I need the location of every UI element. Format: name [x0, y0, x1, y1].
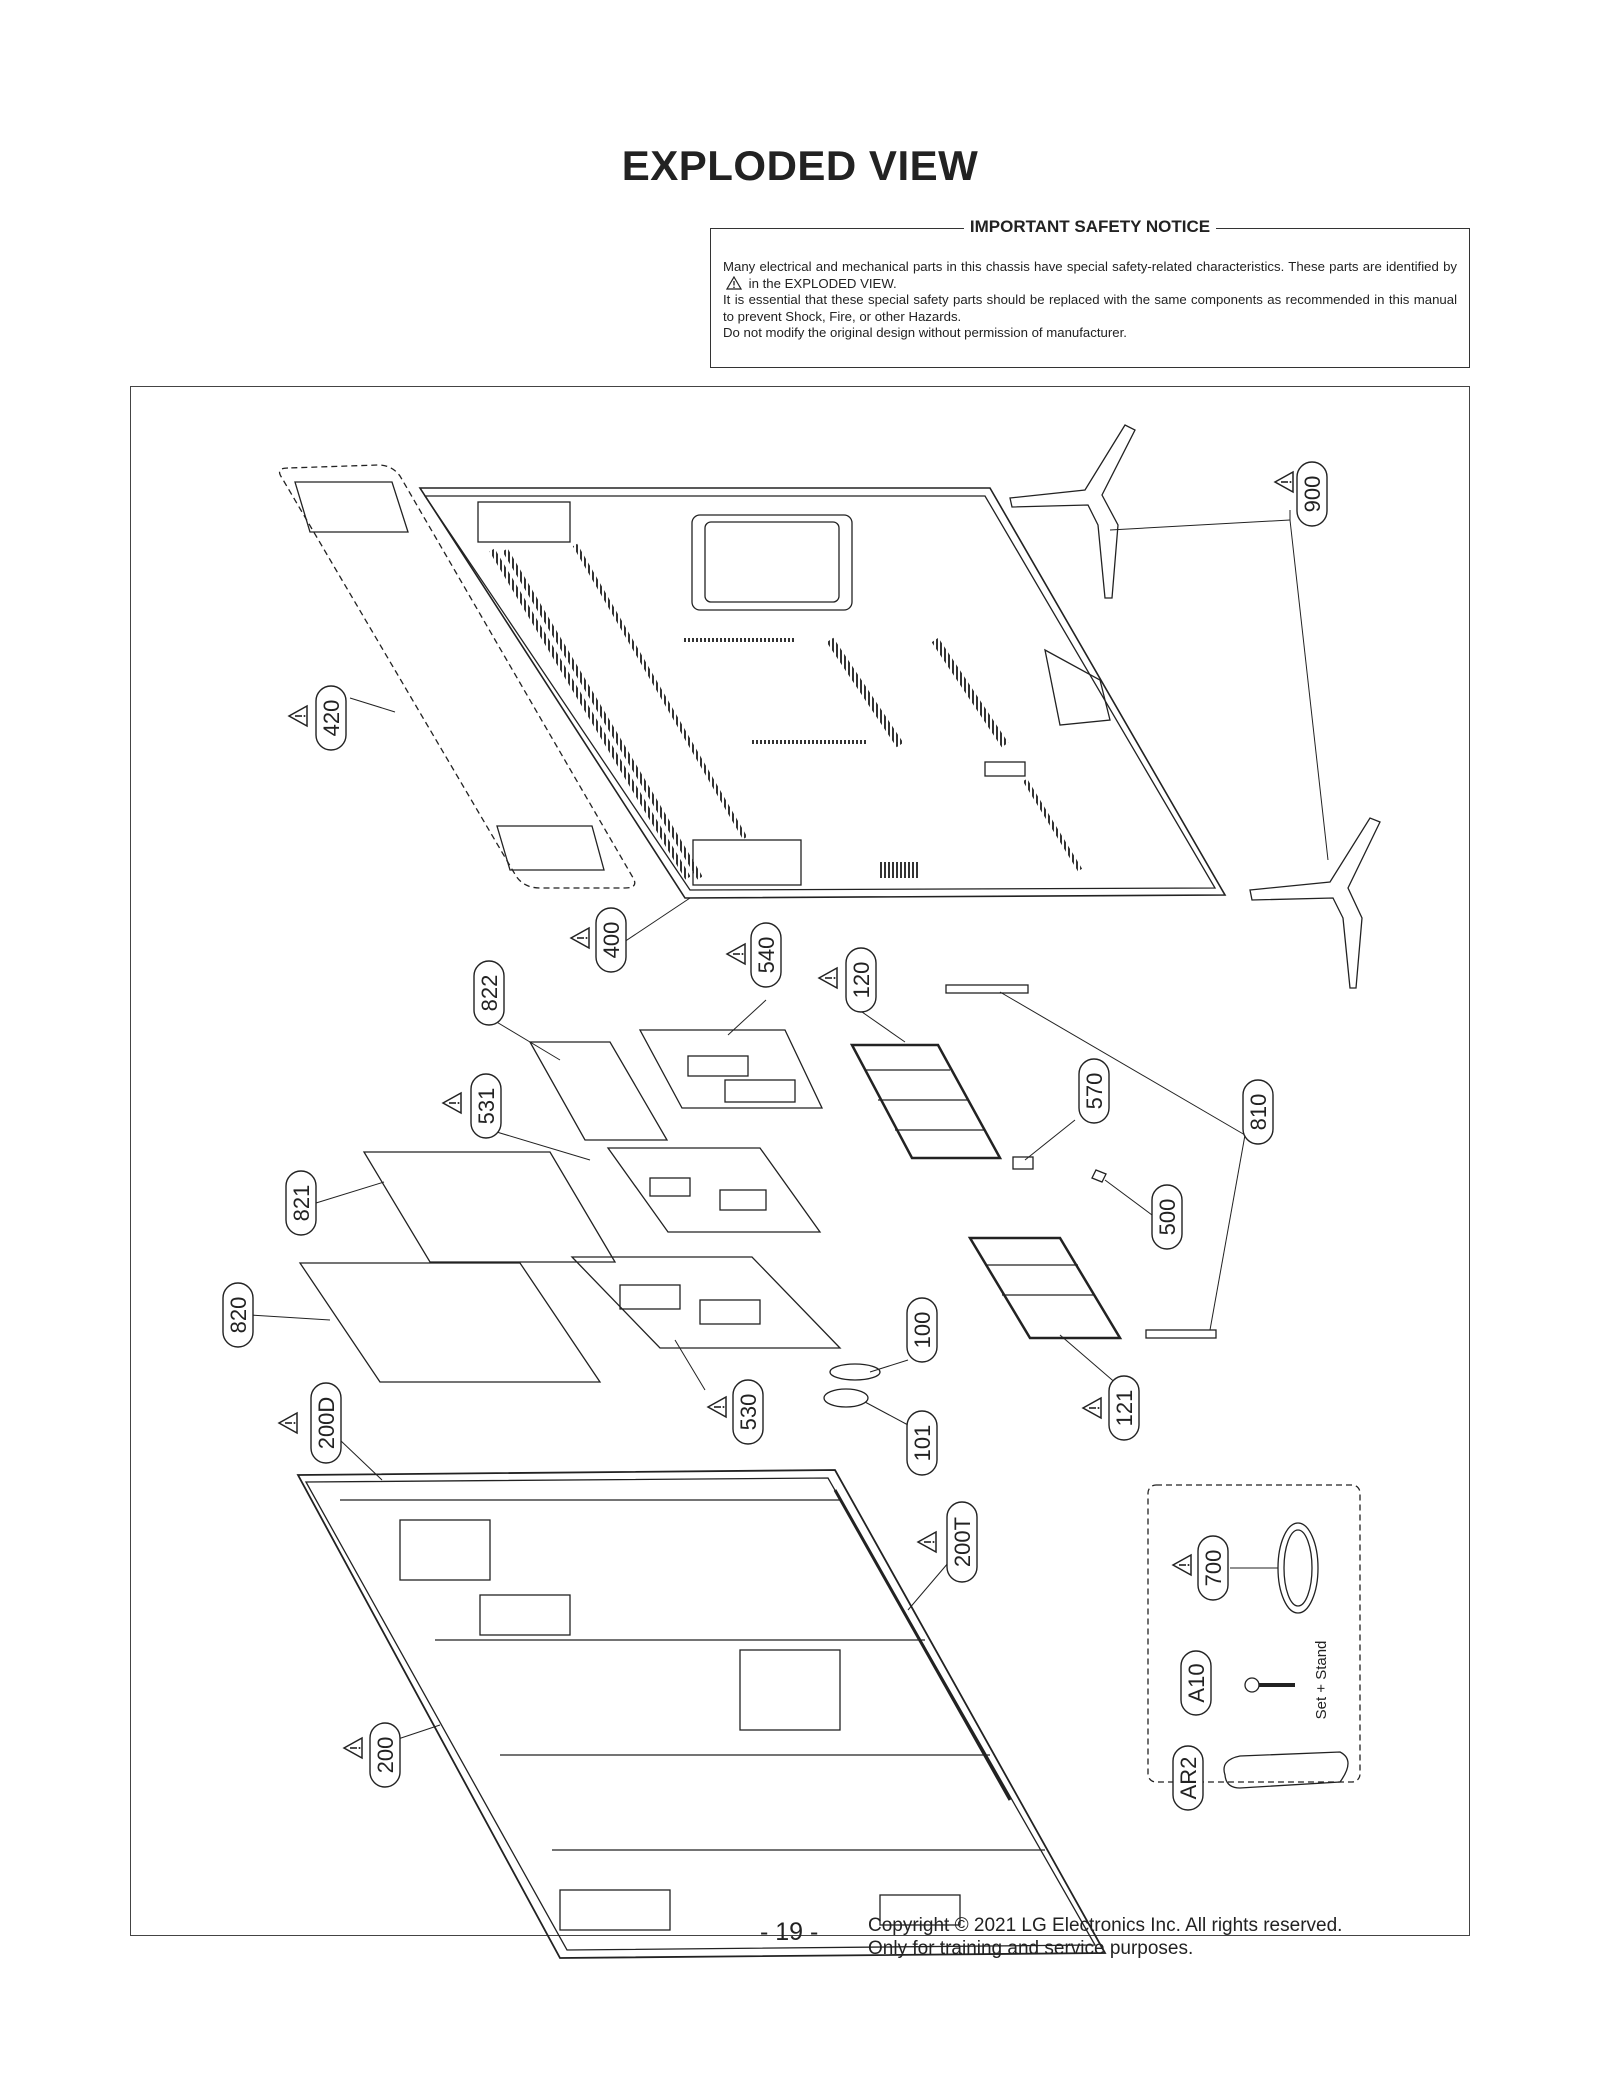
part-200-frame [296, 1469, 1107, 1959]
callout-AR2: AR2 [1172, 1745, 1204, 1811]
svg-text:200D: 200D [314, 1397, 339, 1450]
svg-text:810: 810 [1246, 1094, 1271, 1131]
svg-text:101: 101 [910, 1425, 935, 1462]
part-420-pad-top [294, 481, 409, 533]
callout-820: 820 [222, 1282, 254, 1348]
part-420-pad-bottom [496, 825, 605, 871]
page-title: EXPLODED VIEW [621, 142, 979, 189]
svg-text:900: 900 [1300, 476, 1325, 513]
svg-text:200T: 200T [950, 1517, 975, 1567]
warning-icon-420 [288, 705, 308, 727]
svg-text:121: 121 [1112, 1390, 1137, 1427]
callout-120: 120 [845, 947, 877, 1013]
callout-200T: 200T [946, 1501, 978, 1583]
callout-700: 700 [1197, 1535, 1229, 1601]
svg-text:120: 120 [849, 962, 874, 999]
callout-400: 400 [595, 907, 627, 973]
warning-icon-200 [343, 1737, 363, 1759]
diagram-frame [130, 386, 1470, 1936]
part-420-outline [278, 464, 636, 889]
svg-text:400: 400 [599, 922, 624, 959]
notice-line-3: Do not modify the original design withou… [723, 325, 1127, 340]
copyright-text: Copyright © 2021 LG Electronics Inc. All… [868, 1915, 1343, 1936]
part-810-top [945, 984, 1029, 994]
part-700-cable [1277, 1522, 1319, 1614]
footer-text: Copyright © 2021 LG Electronics Inc. All… [868, 1914, 1342, 1960]
callout-810: 810 [1242, 1079, 1274, 1145]
callout-A10: A10 [1180, 1650, 1212, 1716]
callout-531: 531 [470, 1073, 502, 1139]
part-101 [823, 1388, 869, 1408]
svg-text:A10: A10 [1184, 1663, 1209, 1702]
part-570 [1012, 1156, 1034, 1170]
warning-icon-530 [707, 1396, 727, 1418]
callout-900: 900 [1296, 461, 1328, 527]
part-821 [362, 1151, 617, 1263]
callout-570: 570 [1078, 1058, 1110, 1124]
callout-200D: 200D [310, 1382, 342, 1464]
callout-540: 540 [750, 922, 782, 988]
svg-text:100: 100 [910, 1312, 935, 1349]
part-A10-screw [1244, 1677, 1295, 1693]
part-120 [849, 1043, 1003, 1160]
part-400-back-cover [418, 487, 1227, 899]
part-540 [638, 1029, 824, 1109]
part-AR2-remote [1223, 1751, 1349, 1789]
svg-text:820: 820 [226, 1297, 251, 1334]
callout-530: 530 [732, 1379, 764, 1445]
callout-101: 101 [906, 1410, 938, 1476]
part-500 [1091, 1169, 1107, 1183]
svg-text:540: 540 [754, 937, 779, 974]
safety-notice-text: Many electrical and mechanical parts in … [723, 259, 1457, 342]
warning-icon [726, 275, 742, 290]
svg-text:420: 420 [319, 700, 344, 737]
accessory-box [1147, 1484, 1361, 1783]
warning-icon-200D [278, 1412, 298, 1434]
callout-420: 420 [315, 685, 347, 751]
svg-text:821: 821 [289, 1185, 314, 1222]
warning-icon-540 [726, 943, 746, 965]
safety-notice-heading: IMPORTANT SAFETY NOTICE [963, 217, 1217, 236]
warning-icon-121 [1082, 1397, 1102, 1419]
svg-text:822: 822 [477, 975, 502, 1012]
part-121 [967, 1236, 1123, 1340]
part-531 [606, 1147, 822, 1233]
callout-200: 200 [369, 1722, 401, 1788]
part-100 [829, 1363, 881, 1381]
callout-100: 100 [906, 1297, 938, 1363]
notice-line-1a: Many electrical and mechanical parts in … [723, 259, 1457, 274]
warning-icon-200T [917, 1531, 937, 1553]
svg-text:530: 530 [736, 1394, 761, 1431]
callout-821: 821 [285, 1170, 317, 1236]
svg-text:AR2: AR2 [1176, 1757, 1201, 1800]
part-900-stand-bottom [1249, 817, 1381, 989]
warning-icon-120 [818, 967, 838, 989]
training-text: Only for training and service purposes. [868, 1938, 1194, 1959]
accessory-note: Set + Stand [1313, 1641, 1330, 1720]
svg-text:700: 700 [1201, 1550, 1226, 1587]
part-810-bottom [1145, 1329, 1217, 1339]
callout-121: 121 [1108, 1375, 1140, 1441]
callout-500: 500 [1151, 1184, 1183, 1250]
svg-text:200: 200 [373, 1737, 398, 1774]
notice-line-2: It is essential that these special safet… [723, 292, 1457, 324]
svg-text:531: 531 [474, 1088, 499, 1125]
part-822 [528, 1041, 669, 1141]
warning-icon-400 [570, 927, 590, 949]
warning-icon-700 [1172, 1554, 1192, 1576]
part-530 [570, 1256, 842, 1349]
safety-notice-box: IMPORTANT SAFETY NOTICE Many electrical … [710, 217, 1470, 368]
warning-icon-531 [442, 1092, 462, 1114]
svg-text:500: 500 [1155, 1199, 1180, 1236]
callout-822: 822 [473, 960, 505, 1026]
notice-line-1b: in the EXPLODED VIEW. [748, 275, 897, 291]
svg-text:570: 570 [1082, 1073, 1107, 1110]
part-820 [298, 1262, 602, 1383]
warning-icon-900 [1274, 471, 1294, 493]
page-number: - 19 - [760, 1918, 819, 1946]
part-900-stand-top [1009, 424, 1136, 599]
